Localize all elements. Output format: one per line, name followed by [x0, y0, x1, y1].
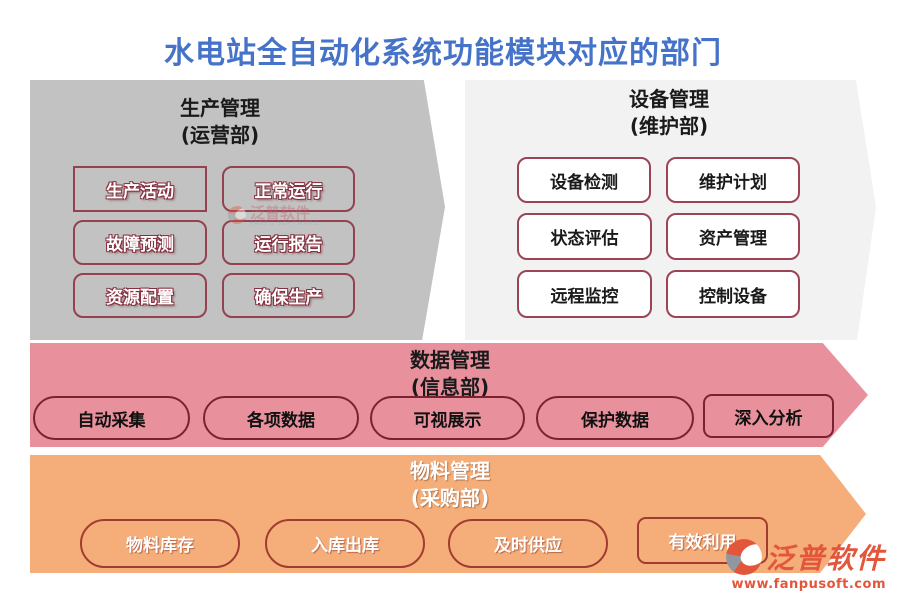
module-chip: 正常运行: [222, 166, 355, 212]
module-chip: 保护数据: [536, 396, 694, 440]
module-chip: 设备检测: [517, 157, 651, 203]
material-header: 物料管理 (采购部): [0, 458, 900, 512]
equipment-dept: (维护部): [629, 114, 709, 138]
module-chip: 远程监控: [517, 270, 652, 318]
module-chip: 可视展示: [370, 396, 525, 440]
data-dept: (信息部): [410, 375, 490, 399]
module-chip: 入库出库: [265, 519, 425, 568]
production-name: 生产管理: [180, 96, 260, 120]
equipment-header: 设备管理 (维护部): [465, 86, 873, 140]
watermark-brand-en: FANPU SOFTWARE: [250, 220, 319, 227]
module-chip: 物料库存: [80, 519, 240, 568]
material-dept: (采购部): [410, 486, 490, 510]
module-chip: 各项数据: [203, 396, 359, 440]
watermark-brand: 泛普软件: [250, 204, 311, 222]
watermark-brand: 泛普软件: [765, 542, 886, 575]
equipment-name: 设备管理: [629, 87, 709, 111]
module-chip: 运行报告: [222, 220, 355, 265]
production-dept: (运营部): [180, 123, 260, 147]
module-chip: 状态评估: [517, 213, 652, 260]
module-chip: 故障预测: [73, 220, 207, 265]
watermark-large: 泛普软件 www.fanpusoft.com: [725, 537, 886, 592]
material-name: 物料管理: [410, 459, 490, 483]
watermark-small: 泛普软件 FANPU SOFTWARE: [228, 206, 319, 227]
page-title: 水电站全自动化系统功能模块对应的部门: [164, 36, 722, 71]
fanpu-logo-icon: [228, 206, 246, 224]
module-chip: 控制设备: [666, 270, 800, 318]
module-chip: 资产管理: [666, 213, 800, 260]
module-chip: 及时供应: [448, 519, 608, 568]
watermark-url: www.fanpusoft.com: [731, 577, 886, 592]
fanpu-logo-icon: [725, 539, 762, 575]
module-chip: 自动采集: [33, 396, 190, 440]
module-chip: 生产活动: [73, 166, 207, 212]
data-name: 数据管理: [410, 348, 490, 372]
data-header: 数据管理 (信息部): [0, 347, 900, 401]
module-chip: 深入分析: [703, 394, 834, 438]
module-chip: 确保生产: [222, 273, 355, 318]
production-header: 生产管理 (运营部): [30, 95, 410, 149]
module-chip: 有效利用: [637, 517, 768, 564]
module-chip: 资源配置: [73, 273, 207, 318]
module-chip: 维护计划: [666, 157, 800, 203]
